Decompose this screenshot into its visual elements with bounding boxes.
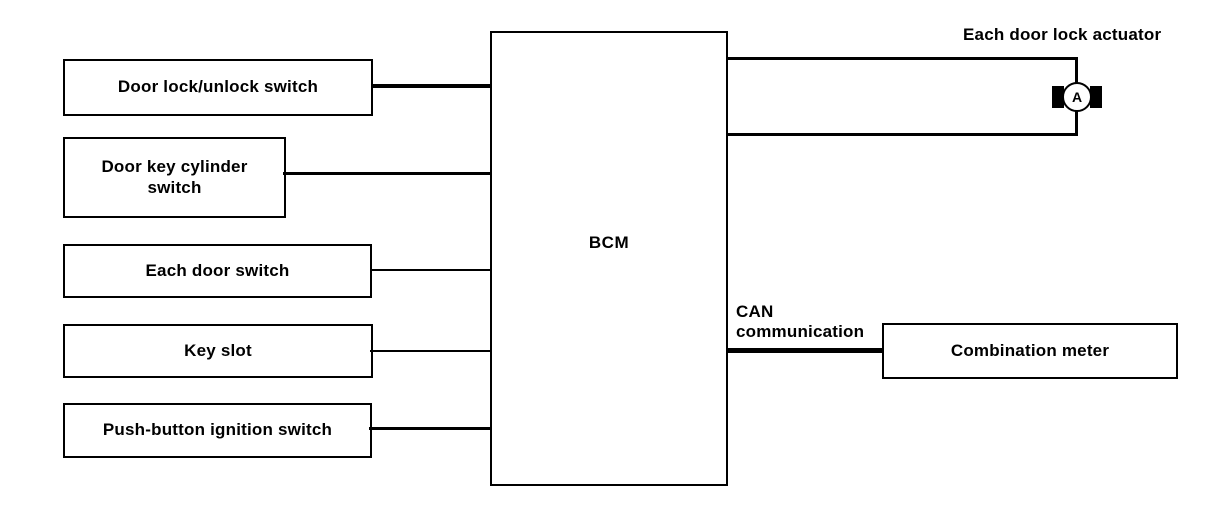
actuator-caption: Each door lock actuator <box>963 25 1162 44</box>
wire-actuator-drop-lower <box>1075 110 1078 136</box>
wire-can-bus <box>726 348 884 353</box>
input-box-each-door-switch: Each door switch <box>63 244 372 298</box>
input-box-push-button-ignition-switch: Push-button ignition switch <box>63 403 372 458</box>
wire-actuator-return <box>726 133 1078 136</box>
wire-each-door-switch <box>370 269 493 271</box>
bcm-box: BCM <box>490 31 728 486</box>
actuator-motor-icon: A <box>1062 82 1092 112</box>
bcm-label: BCM <box>588 233 630 252</box>
wire-push-button-ignition-switch <box>369 427 493 430</box>
actuator-terminal-right <box>1090 86 1102 108</box>
input-box-door-key-cylinder-switch: Door key cylinder switch <box>63 137 286 218</box>
input-box-door-lock-unlock-switch: Door lock/unlock switch <box>63 59 373 116</box>
combination-meter-box: Combination meter <box>882 323 1178 379</box>
wire-actuator-drop-upper <box>1075 57 1078 84</box>
wire-key-slot <box>370 350 493 352</box>
input-box-key-slot: Key slot <box>63 324 373 378</box>
wire-door-key-cylinder-switch <box>283 172 493 175</box>
can-communication-caption: CAN communication <box>736 302 865 341</box>
wire-actuator-feed <box>726 57 1078 60</box>
actuator-terminal-left <box>1052 86 1064 108</box>
wire-door-lock-unlock-switch <box>371 84 493 88</box>
